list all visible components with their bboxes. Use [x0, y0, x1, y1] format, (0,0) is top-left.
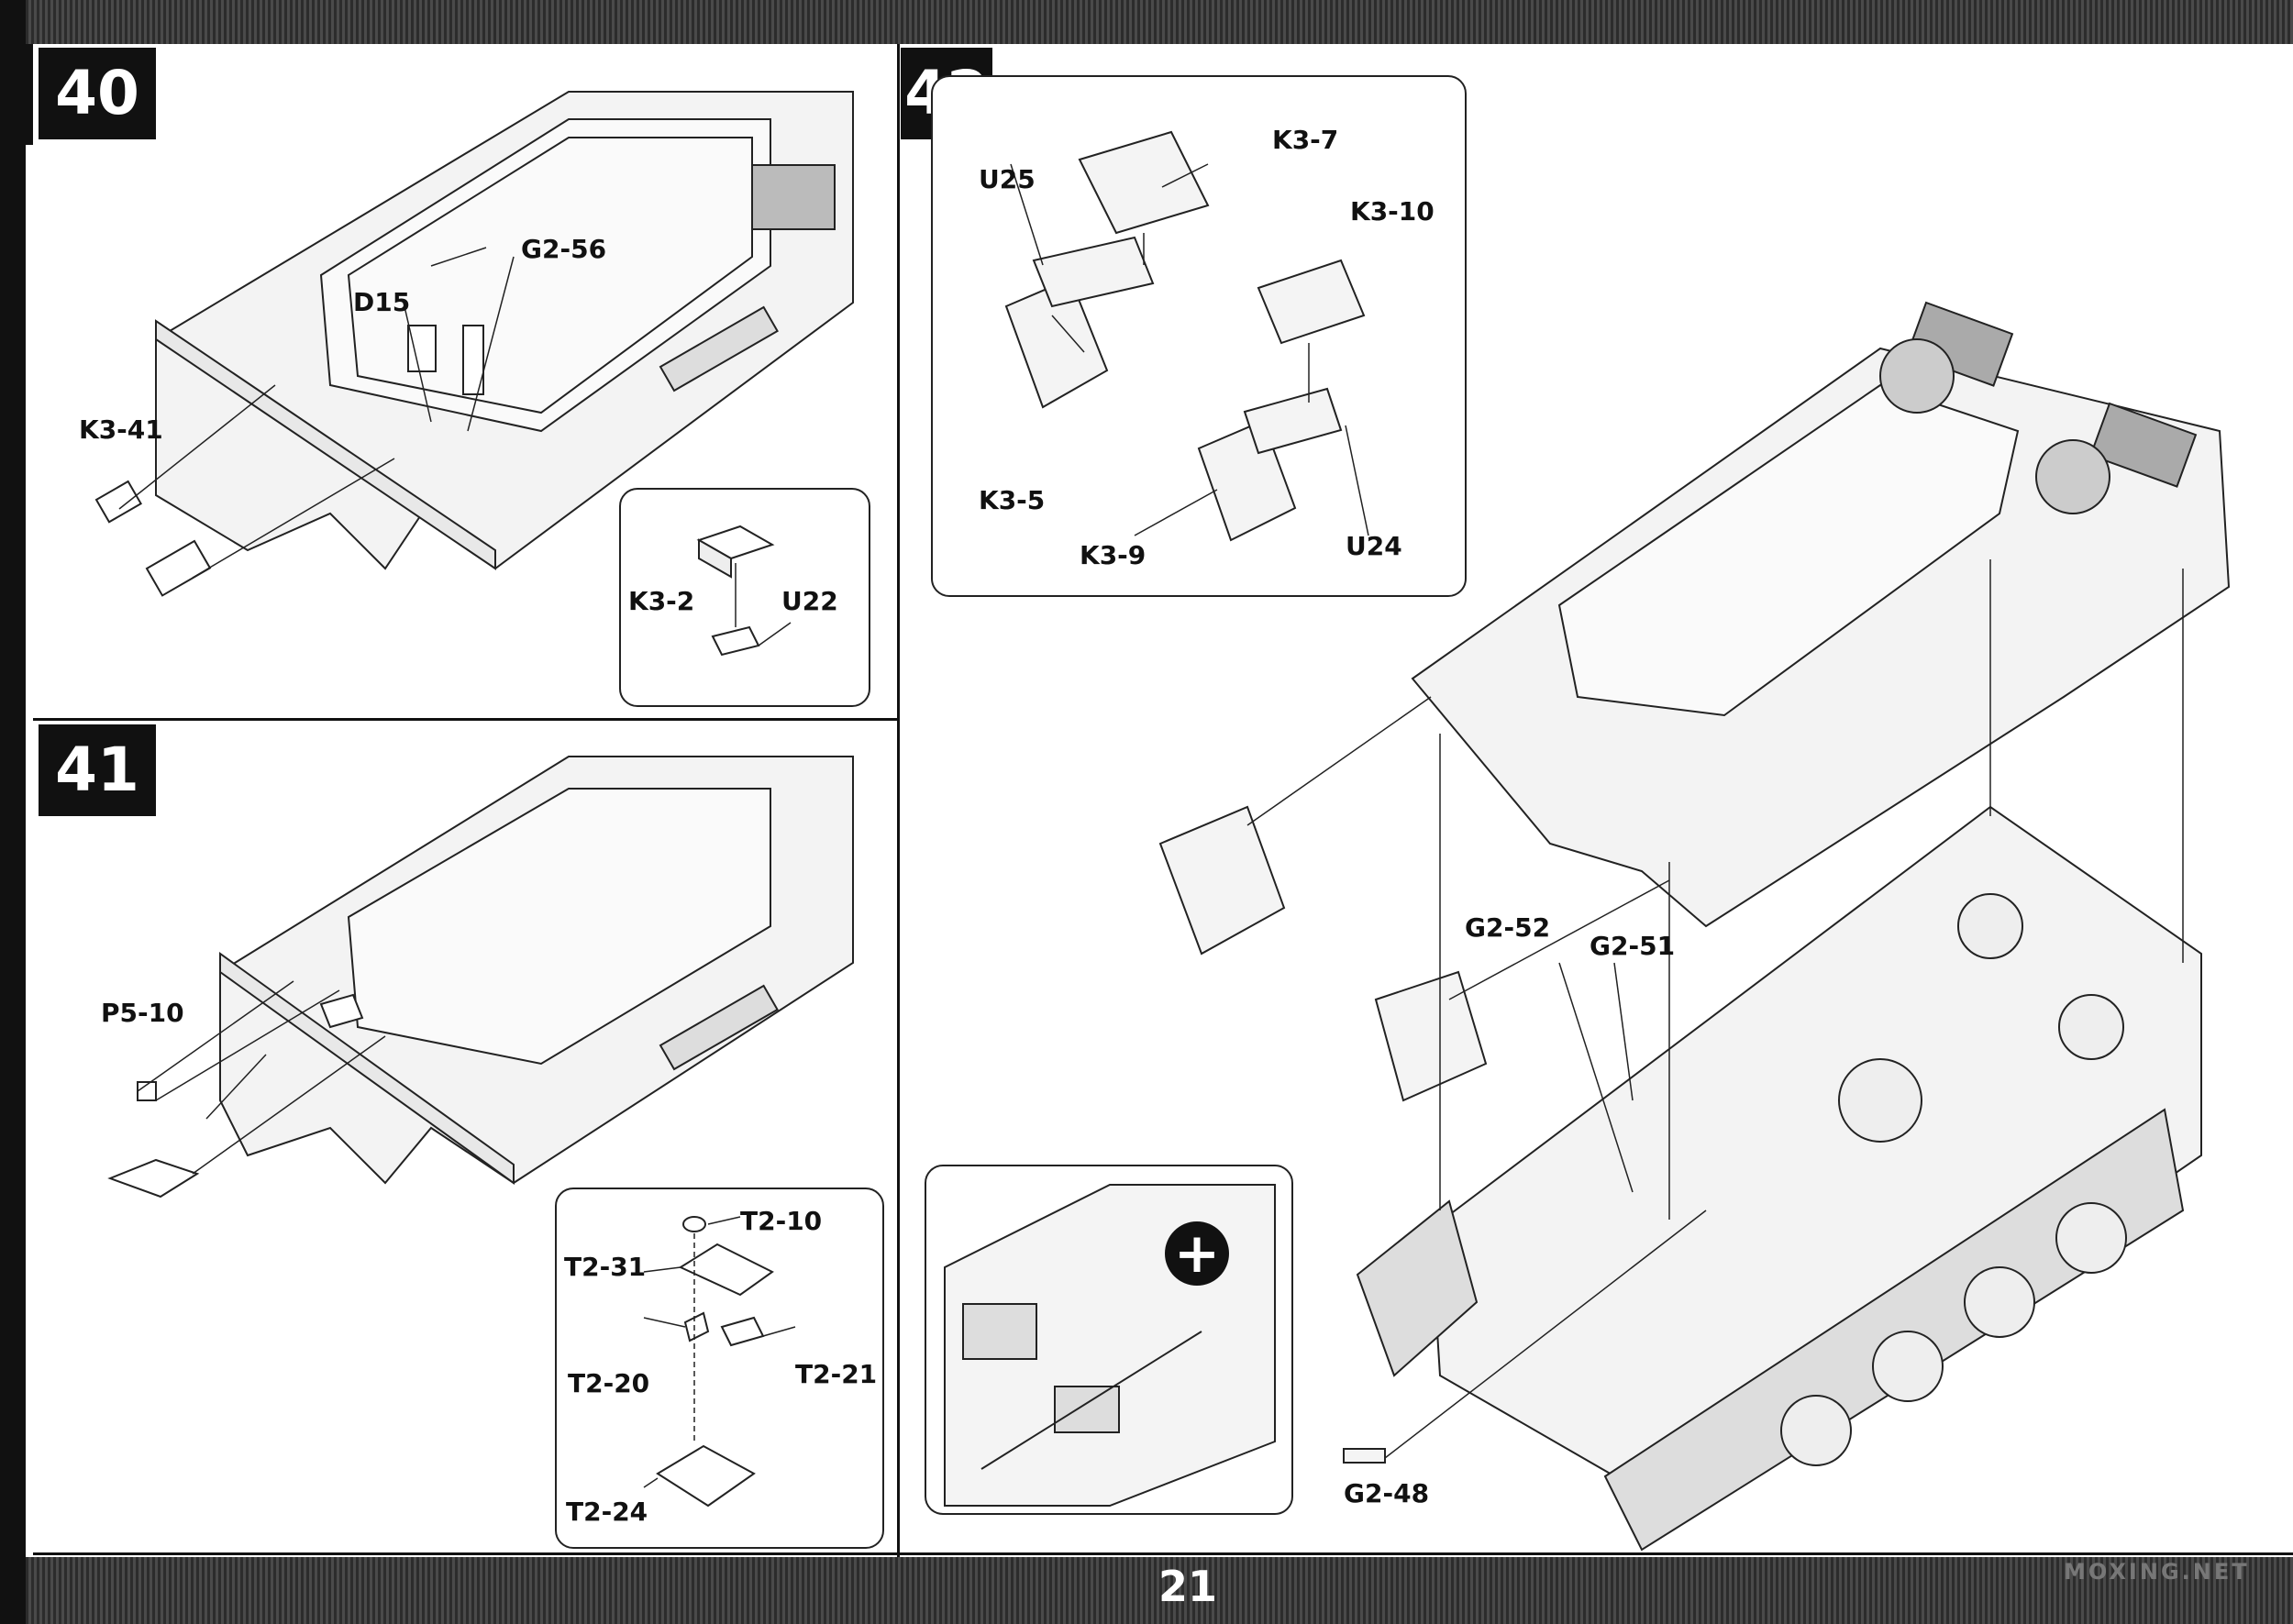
magnify-plus-icon: + — [1165, 1221, 1229, 1286]
step-40-number: 40 — [39, 48, 156, 139]
label-k3-41: K3-41 — [79, 414, 163, 445]
part-plate-41 — [319, 993, 364, 1029]
part-k3-10 — [1257, 259, 1366, 345]
watermark: MOXING.NET — [2064, 1559, 2250, 1585]
part-t2-20 — [683, 1311, 710, 1342]
page-spine-tab — [26, 44, 33, 145]
label-t2-21: T2-21 — [795, 1359, 878, 1389]
part-k3-41-large — [145, 539, 212, 597]
label-g2-56: G2-56 — [521, 234, 607, 264]
label-k3-10: K3-10 — [1350, 196, 1435, 226]
step-42-inset-fenders: K3-7 U25 K3-10 K3-5 K3-9 U24 — [931, 75, 1467, 597]
label-g2-48: G2-48 — [1344, 1478, 1430, 1508]
label-k3-2: K3-2 — [628, 586, 695, 616]
label-k3-5: K3-5 — [979, 485, 1046, 515]
label-g2-51: G2-51 — [1590, 931, 1676, 961]
engine-hatch-inner — [347, 137, 753, 414]
fender-lower — [1374, 970, 1488, 1102]
part-u25 — [1032, 236, 1155, 308]
step-42-detail-inset: + — [925, 1165, 1293, 1515]
bottom-rule — [33, 1552, 2293, 1555]
road-wheel — [2055, 1202, 2127, 1274]
fan-right — [2035, 439, 2110, 514]
step-40-inset: K3-2 U22 — [619, 488, 870, 707]
exhaust-pipe-41 — [659, 984, 779, 1071]
label-u22: U22 — [781, 586, 838, 616]
engine-fan — [1838, 1058, 1922, 1143]
step-40-inset-drawing — [696, 525, 792, 657]
part-k3-41-small — [94, 480, 143, 524]
rear-plate — [155, 319, 496, 570]
step-41-inset-drawing — [643, 1216, 796, 1508]
part-t2-31 — [678, 1243, 774, 1297]
label-u25: U25 — [979, 164, 1036, 194]
road-wheel — [1872, 1331, 1944, 1402]
interior-box — [1054, 1386, 1120, 1433]
part-g2-48 — [1343, 1448, 1386, 1464]
label-t2-31: T2-31 — [564, 1252, 647, 1282]
label-k3-7: K3-7 — [1272, 125, 1339, 155]
track-right — [1603, 1108, 2185, 1552]
part-t2-24 — [656, 1444, 756, 1508]
road-wheel — [1780, 1395, 1852, 1466]
label-d15: D15 — [353, 287, 411, 317]
part-u24 — [1243, 387, 1343, 455]
part-d15 — [407, 325, 437, 372]
grille — [751, 164, 836, 230]
column-divider — [897, 44, 900, 1557]
part-g2-56 — [462, 325, 484, 395]
step-41-number: 41 — [39, 724, 156, 816]
top-scan-bar — [26, 0, 2293, 44]
grille-right — [2089, 402, 2198, 488]
engine-hatch-42 — [1557, 383, 2020, 717]
part-k3-7 — [1078, 130, 1210, 235]
bracket-assembly — [107, 1158, 200, 1199]
label-t2-20: T2-20 — [568, 1368, 650, 1398]
label-p5-10: P5-10 — [101, 998, 184, 1028]
step-42-inset-drawing — [1004, 130, 1369, 542]
rear-plate-41 — [219, 952, 515, 1185]
part-k3-9 — [1197, 419, 1297, 542]
label-t2-10: T2-10 — [740, 1206, 823, 1236]
fender-left — [1158, 805, 1286, 956]
fan-left — [1879, 338, 1955, 414]
step-41-inset: T2-10 T2-31 T2-20 T2-21 T2-24 — [555, 1188, 884, 1549]
label-t2-24: T2-24 — [566, 1497, 648, 1527]
page-number: 21 — [1158, 1562, 1217, 1611]
page-spine — [0, 0, 26, 1624]
label-k3-9: K3-9 — [1080, 540, 1146, 570]
track-left-front — [1356, 1199, 1479, 1377]
detail-inset-drawing — [944, 1184, 1276, 1507]
part-t2-10 — [682, 1216, 706, 1232]
radiator-fan — [1957, 893, 2023, 959]
radiator-fan — [2058, 994, 2124, 1060]
label-g2-52: G2-52 — [1465, 912, 1551, 943]
interior-box — [962, 1303, 1037, 1360]
engine-hatch-41 — [347, 788, 771, 1066]
exhaust-pipe — [659, 305, 779, 392]
road-wheel — [1964, 1266, 2035, 1338]
bottom-scan-bar — [26, 1557, 2293, 1624]
step-divider — [33, 718, 900, 721]
label-u24: U24 — [1346, 531, 1402, 561]
